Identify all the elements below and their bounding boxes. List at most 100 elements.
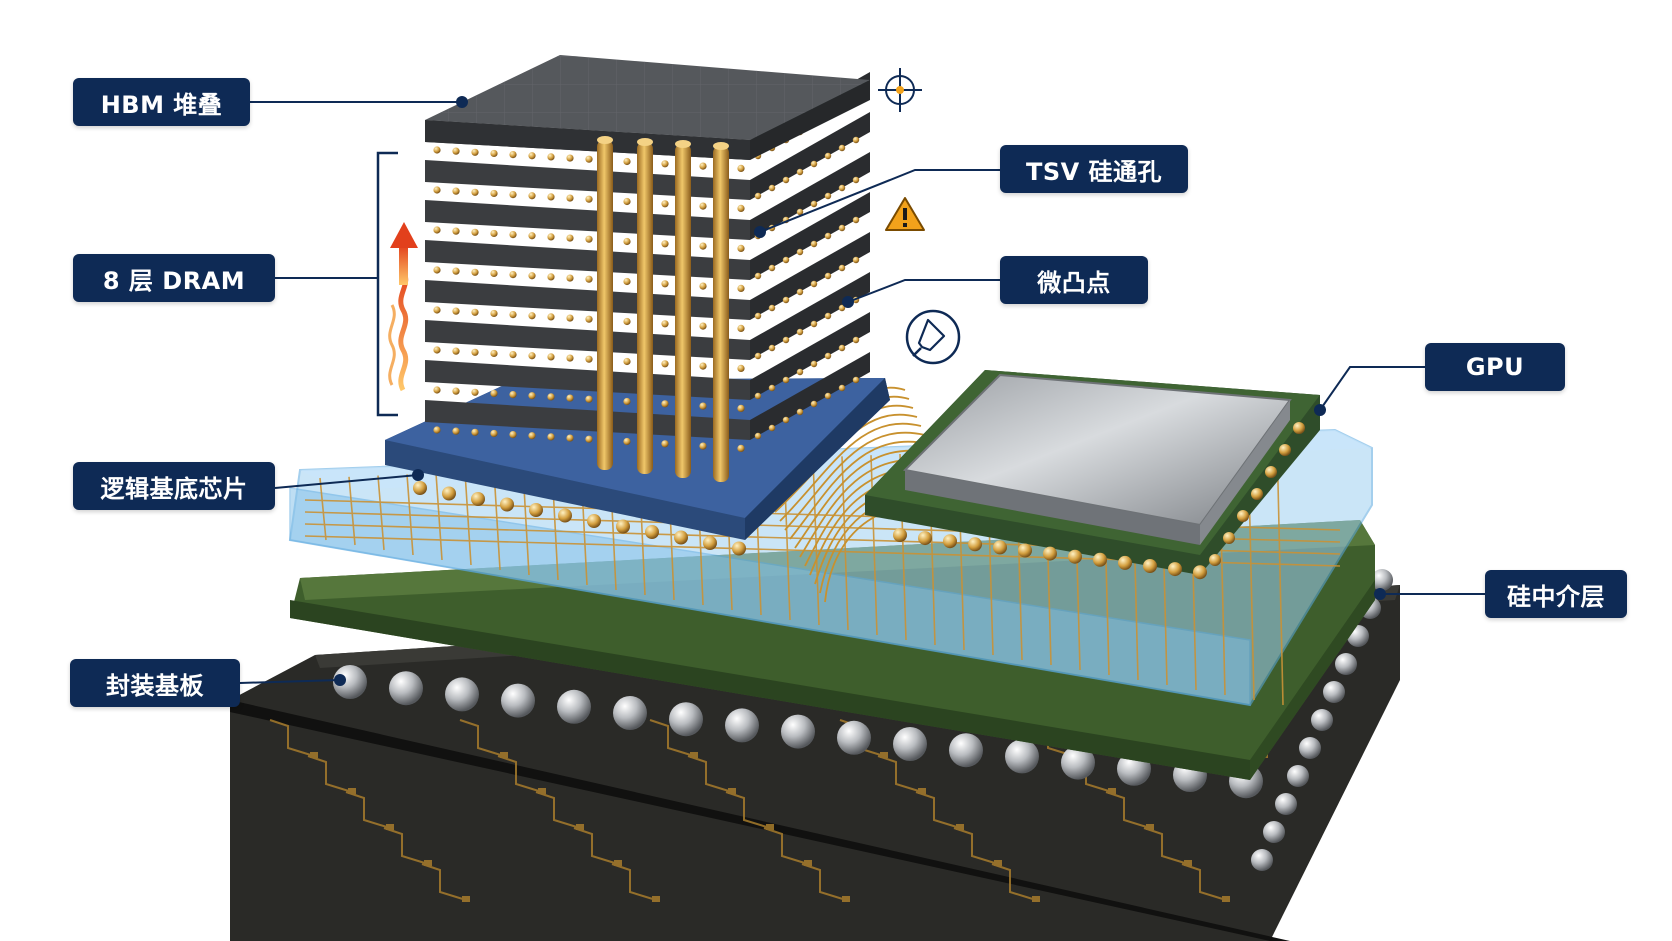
solder-ball [1005,739,1039,774]
micro-bump [796,368,804,376]
micro-bump [452,427,460,435]
micro-bump [838,344,846,352]
gpu-bump [1018,543,1032,558]
micro-bump [661,240,669,248]
micro-bump [585,275,593,283]
gpu-bump [1043,546,1057,561]
dram-die [750,152,870,240]
micro-bump [452,267,460,275]
logic-die-bump [674,530,688,545]
dram-die [750,272,870,360]
micro-bump [509,151,517,159]
micro-bump [754,312,762,320]
micro-bump [433,266,441,274]
micro-bump [768,264,776,272]
dram-die [425,360,750,400]
micro-bump [509,431,517,439]
micro-bump [661,280,669,288]
dram-die [425,160,750,200]
pcb-pad [956,824,964,830]
micro-bump [782,336,790,344]
pcb-trace [383,827,429,865]
hbm-top-die-grid [425,55,870,140]
solder-ball [557,689,591,724]
pcb-pad [880,752,888,758]
interposer-trace [812,457,820,626]
micro-bump [585,355,593,363]
crosshair-icon [878,68,922,112]
pcb-pad [310,752,318,758]
pcb-trace [459,719,505,757]
solder-ball [893,727,927,761]
micro-bump [509,191,517,199]
micro-bump [452,347,460,355]
micro-bump [566,394,574,402]
logic-die-bump [703,536,717,550]
dram-die [425,400,750,440]
pcb-trace [497,755,543,793]
dram-die [750,352,870,440]
gpu-bump [1068,549,1082,564]
micro-bump [824,352,832,360]
micro-bump [528,352,536,360]
pcb-pad [652,896,660,902]
micro-bump [796,168,804,176]
label-dram-layers: 8 层 DRAM [73,254,275,302]
micro-bump [699,282,707,290]
pcb-pad [386,824,394,830]
micro-bump [737,444,745,452]
pcb-trace [687,755,733,793]
micro-bump [490,229,498,238]
pcb-pad [1146,824,1154,830]
pcb-trace [573,827,619,865]
gpu-bump [1293,422,1305,434]
micro-bump [737,164,745,172]
micro-bump [547,273,555,281]
pcb-trace [763,827,809,865]
micro-bump [433,226,441,234]
micro-bump [661,440,669,448]
micro-bump [566,314,574,322]
solder-ball [1251,849,1273,871]
micro-bump [661,160,669,168]
micro-bump [699,242,707,250]
micro-bump [566,274,574,282]
label-micro-bump: 微凸点 [1000,256,1148,304]
logic-die-bump [616,519,630,534]
micro-bump [452,227,460,235]
micro-bump [737,204,745,212]
micro-bump [699,202,707,210]
micro-bump [433,146,441,154]
pcb-pad [538,788,546,794]
pcb-trace [649,719,695,757]
micro-bump [490,349,498,358]
pcb-trace [953,827,999,865]
micro-bump [547,393,555,401]
micro-bump [566,194,574,202]
micro-bump [471,388,479,396]
dram-die [750,232,870,320]
gpu-bump [943,534,957,549]
micro-bump [490,189,498,198]
micro-bump [623,197,631,206]
micro-bump [852,176,860,184]
micro-bump [471,308,479,316]
micro-bump [852,336,860,344]
micro-bump [528,272,536,280]
micro-bump [737,404,745,412]
tsv-pillar-cap [637,138,653,146]
micro-bump [509,311,517,319]
solder-ball [1263,821,1285,843]
micro-bump [585,195,593,203]
hbm-top-die-edge [425,120,750,160]
micro-bump [810,280,818,288]
pcb-trace [725,791,771,829]
tsv-pillar [597,140,613,470]
micro-bump [768,384,776,392]
tsv-pillar [675,144,691,478]
micro-bump [661,400,669,408]
pcb-pad [462,896,470,902]
micro-bump [623,357,631,366]
logic-die-bump [529,503,543,517]
heat-arrow-icon [388,222,418,392]
